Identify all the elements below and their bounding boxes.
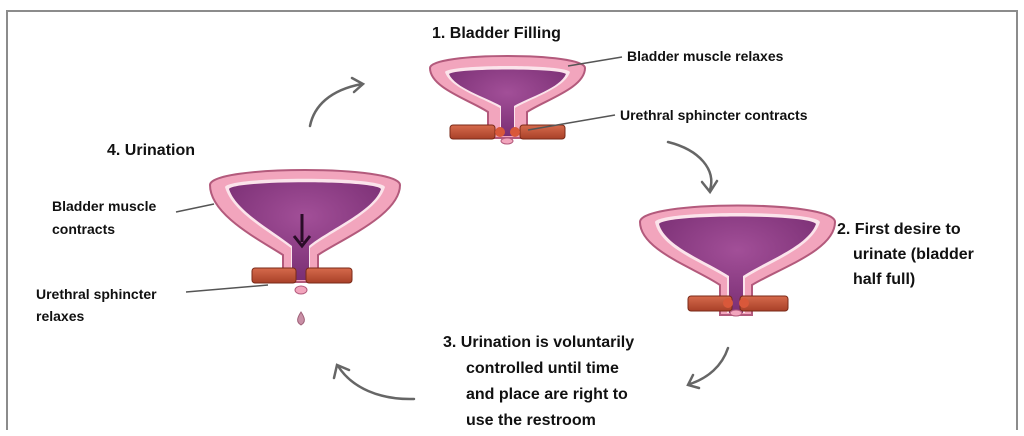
step-4-title: 4. Urination bbox=[107, 139, 195, 163]
leader-muscle-contracts bbox=[176, 204, 214, 212]
urethral-sphincter-relaxes-label-line-1: Urethral sphincter bbox=[36, 283, 157, 306]
step-3-text-line-2: controlled until time bbox=[466, 356, 619, 382]
urethral-sphincter-contracts-label: Urethral sphincter contracts bbox=[620, 104, 808, 127]
step-2-title-line-3: half full) bbox=[853, 268, 915, 292]
step-1-title: 1. Bladder Filling bbox=[432, 22, 561, 46]
arrow-to-step-3 bbox=[690, 348, 728, 384]
bladder-muscle-contracts-label-line-2: contracts bbox=[52, 218, 115, 241]
leader-sphincter-contracts bbox=[528, 115, 615, 130]
arrow-to-step-2-head bbox=[702, 181, 717, 192]
bladder-filling-illustration bbox=[430, 56, 585, 144]
urethral-sphincter-relaxes-label-line-2: relaxes bbox=[36, 305, 84, 328]
step-2-title-line-1: 2. First desire to bbox=[837, 218, 961, 242]
step-2-title-line-2: urinate (bladder bbox=[853, 243, 974, 267]
bladder-urination-illustration bbox=[210, 170, 400, 325]
bladder-muscle-contracts-label-line-1: Bladder muscle bbox=[52, 195, 156, 218]
step-3-text-line-3: and place are right to bbox=[466, 382, 628, 408]
leader-sphincter-relaxes bbox=[186, 285, 268, 292]
arrow-to-step-2 bbox=[668, 142, 711, 190]
step-3-text-line-1: 3. Urination is voluntarily bbox=[443, 330, 634, 356]
bladder-muscle-relaxes-label: Bladder muscle relaxes bbox=[627, 45, 783, 68]
bladder-half-full-illustration bbox=[640, 206, 835, 317]
step-3-text-line-4: use the restroom bbox=[466, 408, 596, 434]
